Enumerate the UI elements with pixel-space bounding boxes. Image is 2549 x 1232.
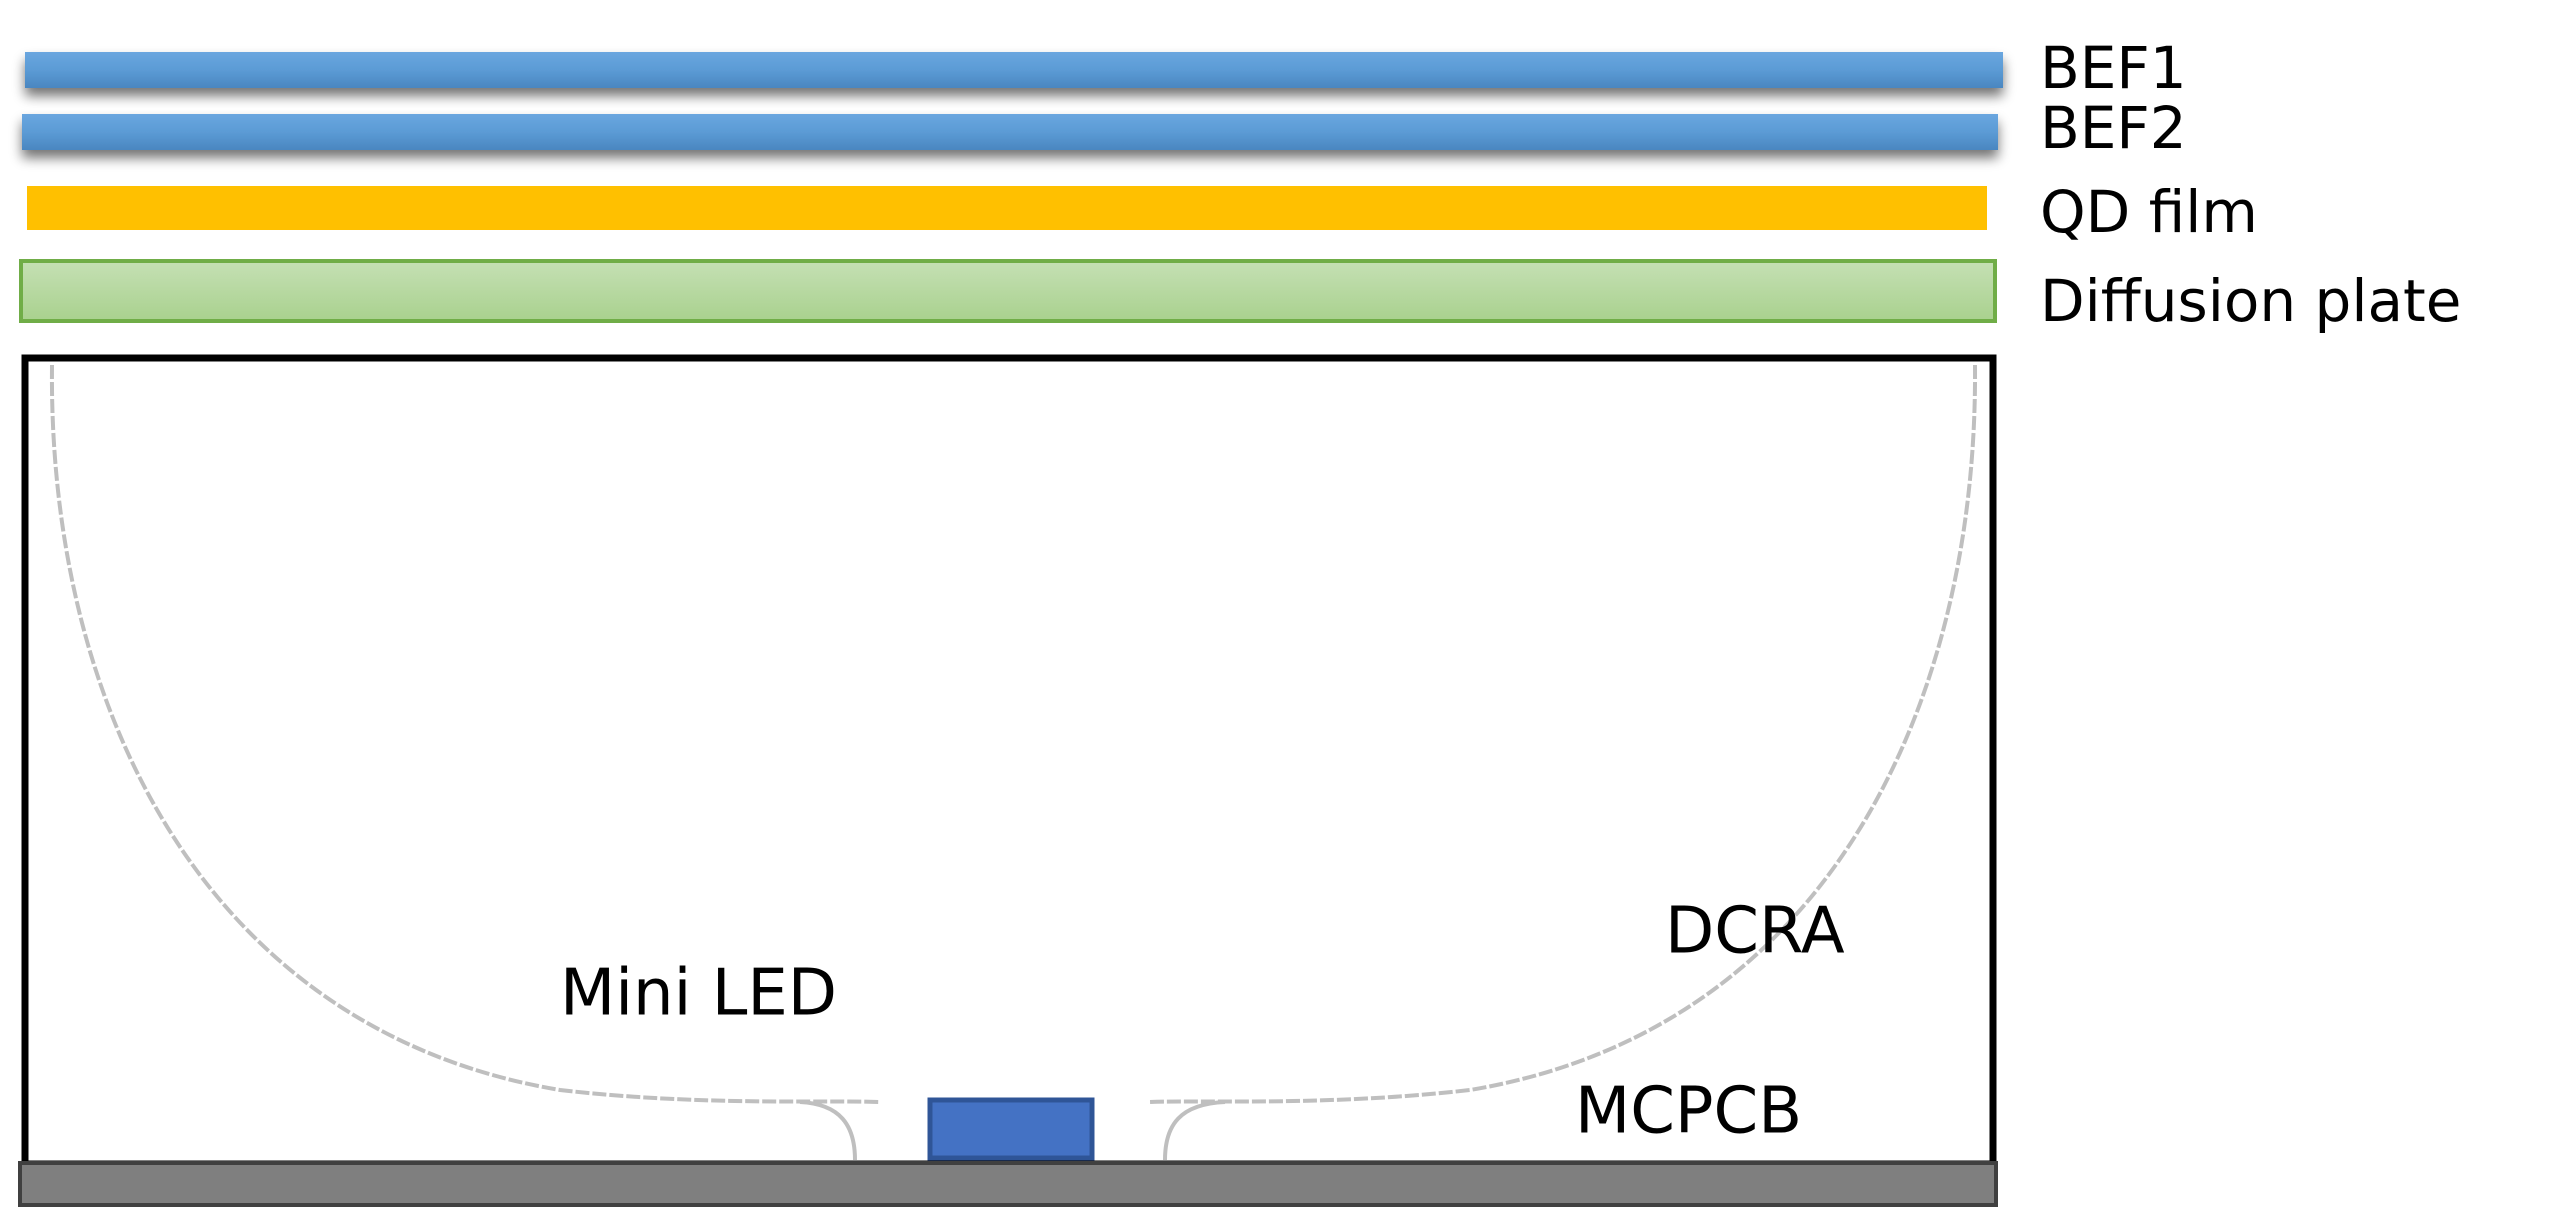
- bef2-label: BEF2: [2040, 94, 2187, 162]
- dcra-reflector-curve: [49, 364, 881, 1104]
- cavity-box: [21, 354, 1997, 1168]
- dcra-reflector-curve: [1149, 364, 1978, 1104]
- mini-led-chip: [927, 1097, 1095, 1161]
- mini-led-label: Mini LED: [560, 957, 837, 1031]
- led-cup-left-curve: [799, 1100, 857, 1161]
- qd-film-label: QD film: [2040, 178, 2258, 246]
- bef1-film: [25, 52, 2003, 88]
- bef1-label: BEF1: [2040, 34, 2187, 102]
- mcpcb-label: MCPCB: [1575, 1075, 1802, 1149]
- bef2-film: [22, 114, 1998, 150]
- led-cup-right-curve: [1163, 1100, 1226, 1161]
- mcpcb-board: [18, 1161, 1998, 1207]
- qd-film: [27, 186, 1987, 230]
- dcra-label: DCRA: [1665, 895, 1845, 969]
- diffusion-plate-label: Diffusion plate: [2040, 267, 2461, 335]
- diffusion-plate: [19, 259, 1997, 323]
